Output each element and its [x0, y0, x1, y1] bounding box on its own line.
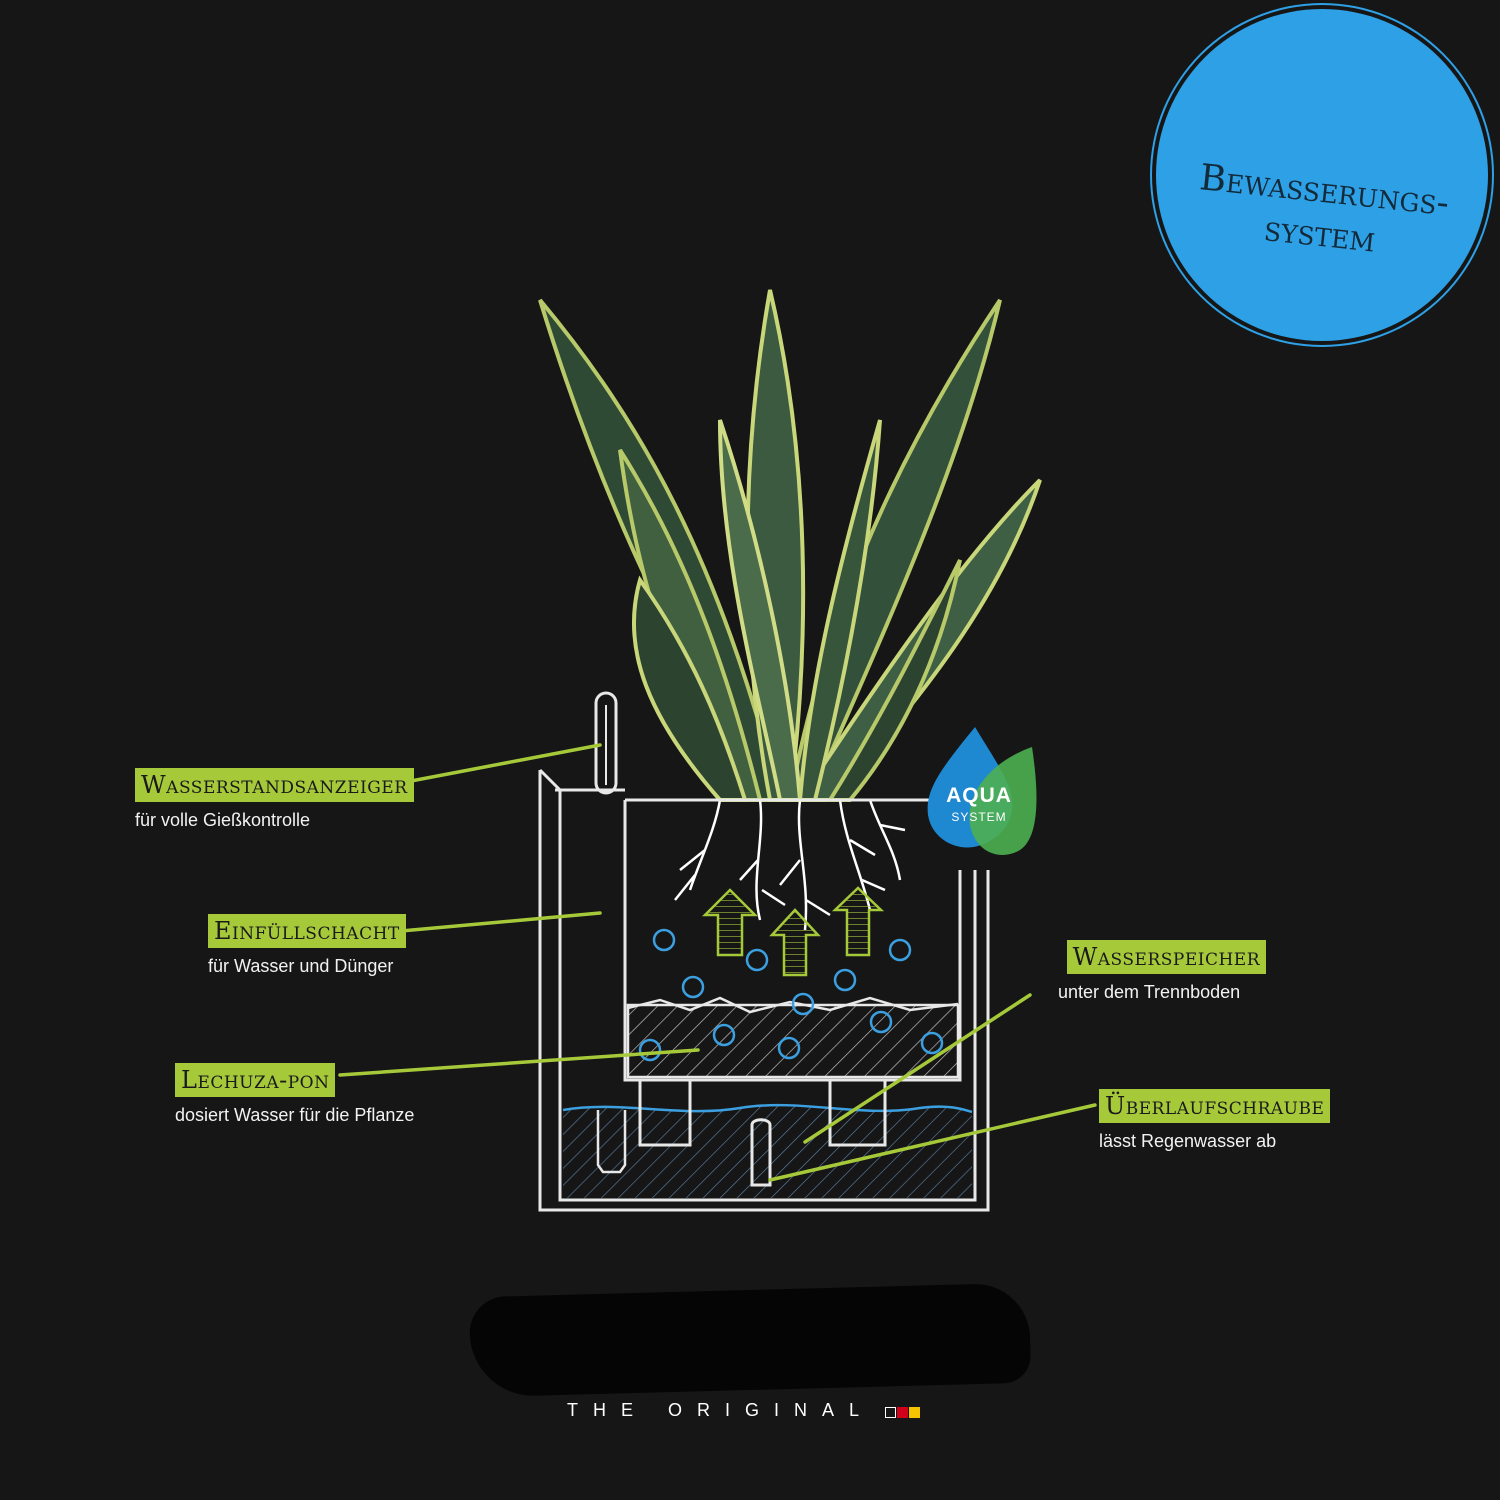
aqua-logo-word: AQUA: [946, 784, 1012, 807]
up-arrows: [701, 886, 885, 977]
footer-flag-squares: [885, 1405, 921, 1423]
inner-pot-feet: [638, 1080, 887, 1147]
label-title: Lechuza-pon: [175, 1063, 336, 1097]
irrigation-system-badge: Bewasserungs- system: [1156, 9, 1488, 341]
aqua-system-logo: AQUA SYSTEM: [922, 724, 1032, 844]
flag-square-1: [885, 1407, 896, 1418]
flag-square-2: [897, 1407, 908, 1418]
label-description: unter dem Trennboden: [1058, 982, 1241, 1002]
planter-outline: [538, 768, 990, 1212]
footer-tagline: THE ORIGINAL: [567, 1400, 875, 1420]
aqua-logo-sub: SYSTEM: [951, 810, 1007, 824]
leader-lines: [338, 743, 1097, 1182]
label-wasserstandsanzeiger: Wasserstandsanzeiger für volle Gießkontr…: [135, 768, 414, 831]
label-title: Überlaufschraube: [1099, 1089, 1331, 1123]
water-bubbles: [638, 928, 944, 1062]
pon-layer: [626, 1003, 960, 1079]
overflow-screw-sketch: [750, 1118, 772, 1187]
brand-logo-redacted: [468, 1282, 1032, 1398]
water-level-indicator-sketch: [594, 691, 618, 795]
plant-illustration: [538, 289, 1042, 802]
label-description: dosiert Wasser für die Pflanze: [175, 1105, 415, 1125]
label-wasserspeicher: Wasserspeicher unter dem Trennboden: [1058, 940, 1266, 1003]
label-lechuza-pon: Lechuza-pon dosiert Wasser für die Pflan…: [175, 1063, 414, 1126]
label-title: Wasserstandsanzeiger: [135, 768, 414, 802]
label-description: für volle Gießkontrolle: [135, 810, 311, 830]
label-title: Wasserspeicher: [1066, 940, 1266, 974]
aqua-system-logo-drops: [927, 727, 1037, 856]
roots-sketch: [674, 799, 906, 931]
flag-square-3: [909, 1407, 920, 1418]
label-einfuellschacht: Einfüllschacht für Wasser und Dünger: [208, 914, 406, 977]
label-title: Einfüllschacht: [208, 914, 406, 948]
label-ueberlaufschraube: Überlaufschraube lässt Regenwasser ab: [1099, 1089, 1331, 1152]
badge-title: Bewasserungs- system: [1152, 152, 1491, 274]
water-reservoir: [562, 1103, 973, 1198]
label-description: lässt Regenwasser ab: [1099, 1131, 1277, 1151]
label-description: für Wasser und Dünger: [208, 956, 394, 976]
